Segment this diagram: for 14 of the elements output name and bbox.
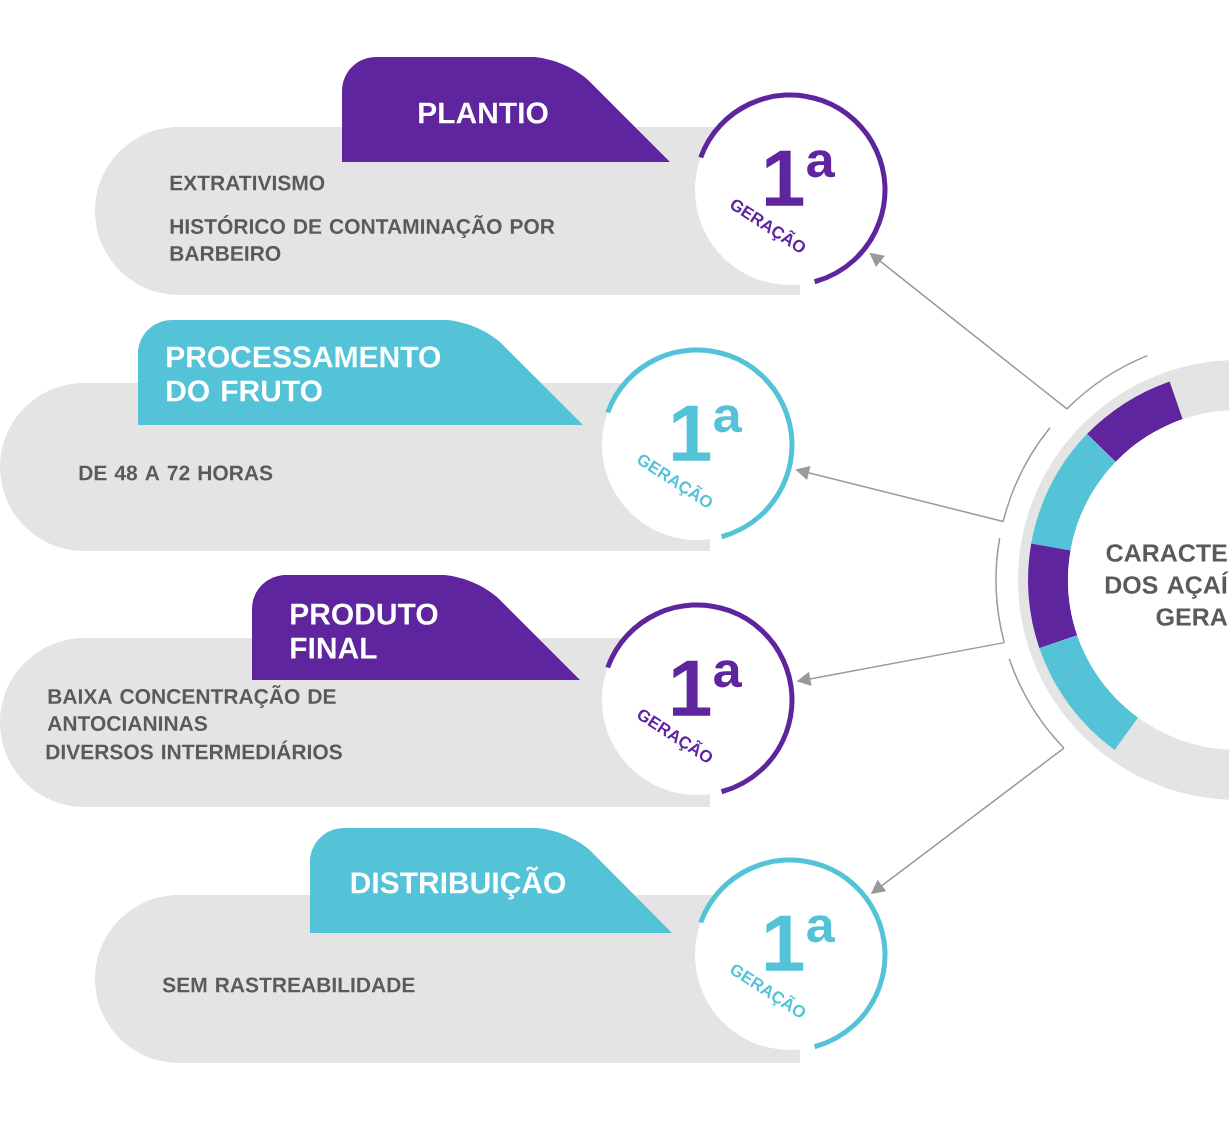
- heading-tab: DISTRIBUIÇÃO: [310, 828, 672, 933]
- generation-badge: [602, 347, 795, 540]
- heading-tab: PROCESSAMENTO DO FRUTO: [138, 320, 583, 425]
- generation-badge: [695, 857, 888, 1050]
- heading-tab: PLANTIO: [342, 57, 670, 162]
- generation-badge: [602, 602, 795, 795]
- body-text: HISTÓRICO DE CONTAMINAÇÃO POR BARBEIRO: [170, 215, 555, 261]
- body-text: DE 48 A 72 HORAS: [79, 465, 273, 481]
- body-text: EXTRATIVISMO: [170, 175, 325, 191]
- body-text: SEM RASTREABILIDADE: [162, 977, 415, 993]
- heading-tab: PRODUTO FINAL: [252, 575, 580, 680]
- body-text: DIVERSOS INTERMEDIÁRIOS: [46, 740, 342, 760]
- body-text: BAIXA CONCENTRAÇÃO DE ANTOCIANINAS: [47, 685, 336, 731]
- generation-badge: [695, 92, 888, 285]
